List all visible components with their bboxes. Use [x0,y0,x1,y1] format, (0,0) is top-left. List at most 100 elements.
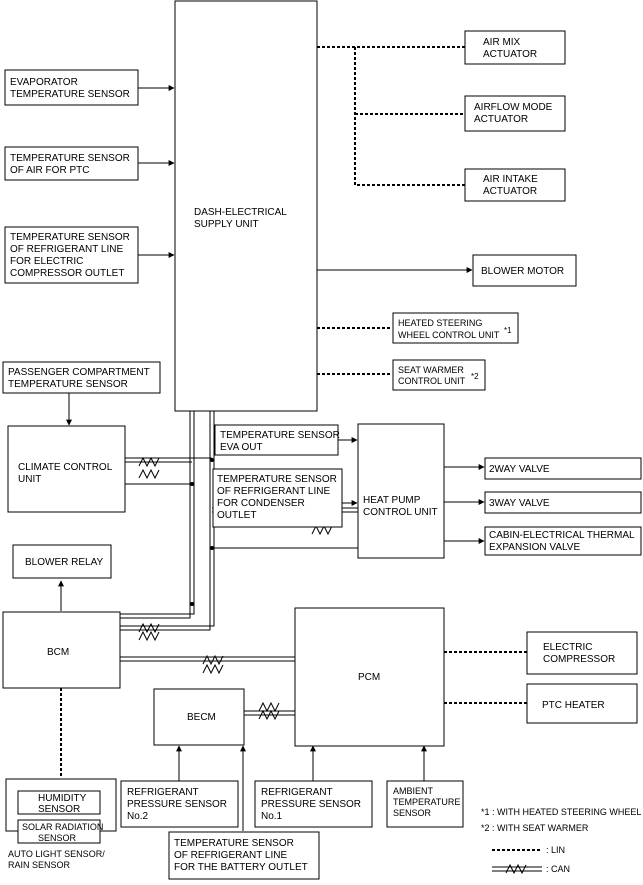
legend-lin-label: : LIN [546,845,565,855]
passenger-sensor-line-2: TEMPERATURE SENSOR [8,379,128,390]
pcm-label: PCM [358,672,380,683]
p2-line-3: No.2 [127,811,149,822]
connection-lines [58,46,527,831]
2way-valve-block: 2WAY VALVE [484,457,642,480]
cabin-valve-line-1: CABIN-ELECTRICAL THERMAL [489,530,635,541]
battery-line-2: OF REFRIGERANT LINE [174,850,287,861]
passenger-sensor-block: PASSENGER COMPARTMENT TEMPERATURE SENSOR [2,361,161,394]
comp-outlet-line-1: TEMPERATURE SENSOR [10,232,130,243]
can-coils [138,456,333,721]
heat-pump-control-unit-block: HEAT PUMP CONTROL UNIT [357,423,445,559]
comp-outlet-line-3: FOR ELECTRIC [10,256,83,267]
evaporator-line-2: TEMPERATURE SENSOR [10,89,130,100]
condenser-line-3: FOR CONDENSER [217,498,305,509]
humidity-line-1: HUMIDITY [38,793,87,804]
can-dash-bcm [120,411,195,619]
3way-valve-block: 3WAY VALVE [484,491,642,514]
air-mix-line-1: AIR MIX [483,37,521,48]
legend: : LIN : CAN [492,845,570,875]
heat-pump-line-1: HEAT PUMP [363,495,421,506]
pcm-block: PCM [294,607,445,747]
air-mix-line-2: ACTUATOR [483,49,537,60]
airflow-mode-line-2: ACTUATOR [474,114,528,125]
ambient-line-3: SENSOR [393,808,432,818]
heat-pump-line-2: CONTROL UNIT [363,507,438,518]
battery-line-3: FOR THE BATTERY OUTLET [174,862,308,873]
air-intake-line-2: ACTUATOR [483,186,537,197]
dash-electrical-supply-unit-block: DASH-ELECTRICAL SUPPLY UNIT [174,0,318,412]
auto-light-rain-sensor-block: HUMIDITY SENSOR SOLAR RADIATION SENSOR A… [5,778,117,870]
refrigerant-pressure-sensor-1-block: REFRIGERANT PRESSURE SENSOR No.1 [254,780,373,828]
compressor-line-2: COMPRESSOR [543,654,615,665]
blower-relay-block: BLOWER RELAY [12,544,112,579]
eva-out-sensor-block: TEMPERATURE SENSOR EVA OUT [214,424,340,456]
ptc-heater-label: PTC HEATER [542,700,605,711]
eva-out-line-1: TEMPERATURE SENSOR [220,430,340,441]
2way-valve-label: 2WAY VALVE [489,464,550,475]
compressor-outlet-sensor-block: TEMPERATURE SENSOR OF REFRIGERANT LINE F… [4,226,139,284]
climate-control-unit-block: CLIMATE CONTROL UNIT [7,425,126,513]
lin-dash-actuators [317,46,465,186]
can-climate [125,457,212,463]
ptc-air-sensor-block: TEMPERATURE SENSOR OF AIR FOR PTC [4,146,139,181]
legend-can-label: : CAN [546,864,570,874]
seat-warmer-line-2: CONTROL UNIT [398,376,466,386]
3way-valve-label: 3WAY VALVE [489,498,550,509]
ambient-line-2: TEMPERATURE [393,797,460,807]
refrigerant-pressure-sensor-2-block: REFRIGERANT PRESSURE SENSOR No.2 [120,780,239,828]
heated-steering-unit-block: HEATED STEERING WHEEL CONTROL UNIT *1 [392,312,519,344]
p2-line-1: REFRIGERANT [127,787,199,798]
comp-outlet-line-4: COMPRESSOR OUTLET [10,268,124,279]
ambient-temperature-sensor-block: AMBIENT TEMPERATURE SENSOR [386,780,464,828]
seat-warmer-line-1: SEAT WARMER [398,365,464,375]
battery-outlet-sensor-block: TEMPERATURE SENSOR OF REFRIGERANT LINE F… [168,831,320,880]
blower-relay-label: BLOWER RELAY [25,557,103,568]
bcm-label: BCM [47,647,69,658]
seat-warmer-unit-block: SEAT WARMER CONTROL UNIT *2 [392,359,486,391]
footnote-1: *1 : WITH HEATED STEERING WHEEL [481,807,641,817]
ptc-heater-block: PTC HEATER [526,683,638,724]
air-intake-actuator-block: AIR INTAKE ACTUATOR [464,168,566,202]
ptc-air-sensor-line-2: OF AIR FOR PTC [10,165,89,176]
condenser-line-4: OUTLET [217,510,256,521]
air-mix-actuator-block: AIR MIX ACTUATOR [464,30,566,65]
becm-label: BECM [187,712,216,723]
can-dash-bcm-2 [120,411,215,631]
heated-steering-footnote-mark: *1 [504,326,512,335]
blower-motor-block: BLOWER MOTOR [472,254,577,287]
ambient-line-1: AMBIENT [393,786,434,796]
footnote-2: *2 : WITH SEAT WARMER [481,823,589,833]
dash-unit-line-2: SUPPLY UNIT [194,219,259,230]
airflow-mode-actuator-block: AIRFLOW MODE ACTUATOR [464,95,566,132]
climate-unit-line-2: UNIT [18,474,41,485]
electric-compressor-block: ELECTRIC COMPRESSOR [526,631,638,675]
condenser-outlet-sensor-block: TEMPERATURE SENSOR OF REFRIGERANT LINE F… [212,468,343,528]
p1-line-3: No.1 [261,811,283,822]
battery-line-1: TEMPERATURE SENSOR [174,838,294,849]
air-intake-line-1: AIR INTAKE [483,174,538,185]
condenser-line-2: OF REFRIGERANT LINE [217,486,330,497]
cabin-thermal-expansion-valve-block: CABIN-ELECTRICAL THERMAL EXPANSION VALVE [484,526,642,556]
airflow-mode-line-1: AIRFLOW MODE [474,102,553,113]
footnotes: *1 : WITH HEATED STEERING WHEEL *2 : WIT… [481,807,641,833]
heated-steering-line-1: HEATED STEERING [398,318,482,328]
solar-line-2: SENSOR [38,833,77,843]
auto-light-line-1: AUTO LIGHT SENSOR/ [8,849,105,859]
seat-warmer-footnote-mark: *2 [471,372,479,381]
heated-steering-line-2: WHEEL CONTROL UNIT [398,330,500,340]
passenger-sensor-line-1: PASSENGER COMPARTMENT [8,367,150,378]
p1-line-1: REFRIGERANT [261,787,333,798]
compressor-line-1: ELECTRIC [543,642,592,653]
comp-outlet-line-2: OF REFRIGERANT LINE [10,244,123,255]
legend-can-coil [505,863,527,875]
auto-light-line-2: RAIN SENSOR [8,860,71,870]
becm-block: BECM [153,688,245,746]
climate-unit-line-1: CLIMATE CONTROL [18,462,113,473]
cabin-valve-line-2: EXPANSION VALVE [489,542,580,553]
p2-line-2: PRESSURE SENSOR [127,799,227,810]
humidity-line-2: SENSOR [38,804,80,815]
evaporator-sensor-block: EVAPORATOR TEMPERATURE SENSOR [4,69,139,106]
p1-line-2: PRESSURE SENSOR [261,799,361,810]
condenser-line-1: TEMPERATURE SENSOR [217,474,337,485]
